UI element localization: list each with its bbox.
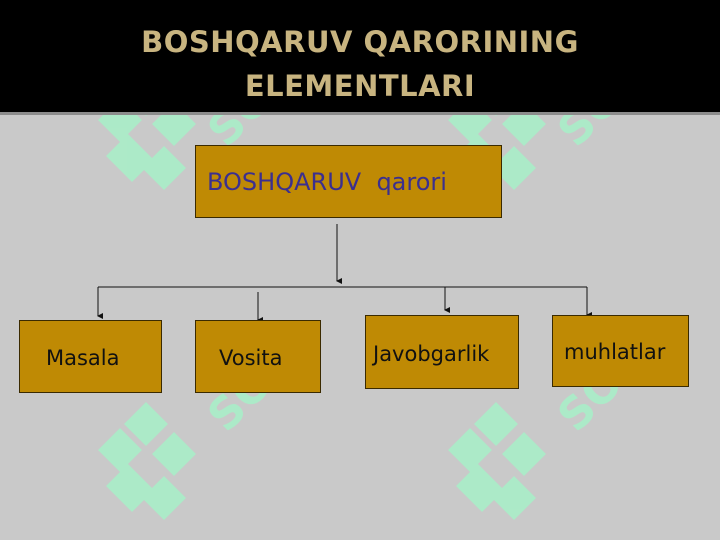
child-node-label: Vosita: [219, 346, 283, 370]
slide-title: BOSHQARUV QARORINING ELEMENTLARI: [0, 20, 720, 108]
header-divider: [0, 112, 720, 115]
root-node-label: BOSHQARUV qarori: [207, 168, 447, 196]
slide-header: [0, 0, 720, 112]
child-node-label: Javobgarlik: [373, 342, 490, 366]
slide-title-line-2: ELEMENTLARI: [244, 69, 476, 103]
child-node-masala: Masala: [19, 320, 162, 393]
child-node-label: muhlatlar: [564, 340, 666, 364]
slide-title-line-1: BOSHQARUV QARORINING: [141, 25, 579, 59]
child-node-javobgarlik: Javobgarlik: [365, 315, 519, 389]
child-node-muhlatlar: muhlatlar: [552, 315, 689, 387]
child-node-label: Masala: [46, 346, 120, 370]
child-node-vosita: Vosita: [195, 320, 321, 393]
root-node-box: BOSHQARUV qarori: [195, 145, 502, 218]
